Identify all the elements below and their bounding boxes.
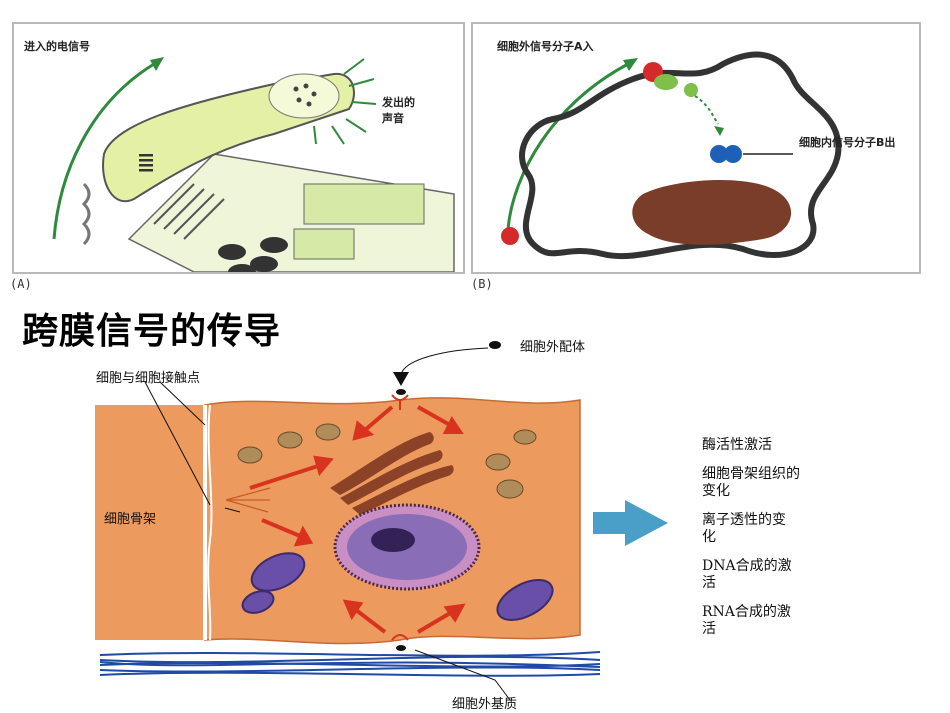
bottom-receptor	[391, 634, 409, 651]
golgi	[330, 432, 454, 515]
output-arrow	[593, 500, 668, 546]
panel-a-label: (A)	[10, 277, 32, 291]
effect-item: 细胞骨架组织的变化	[702, 466, 800, 499]
sound-label: 发出的声音	[382, 96, 415, 125]
telephone-illustration	[52, 57, 455, 272]
panel-b: 细胞外信号分子A入 细胞内信号分子B出	[471, 22, 921, 274]
ligand-label: 细胞外配体	[520, 340, 586, 355]
signal-arrows	[249, 405, 466, 634]
effect-item: DNA合成的激活	[702, 558, 792, 591]
effect-item: 离子透性的变化	[702, 512, 786, 545]
cytoskeleton-fibers	[225, 487, 271, 513]
cytoskeleton-label: 细胞骨架	[104, 512, 157, 527]
vesicles	[237, 423, 537, 499]
cell-signal-illustration	[501, 51, 842, 260]
neighbor-cell	[95, 405, 205, 640]
mitochondria	[241, 552, 554, 621]
inner-signal-label: 细胞内信号分子B出	[799, 136, 896, 149]
effect-item: RNA合成的激活	[702, 604, 791, 637]
effect-item: 酶活性激活	[702, 437, 772, 453]
panel-a-title: 进入的电信号	[24, 40, 90, 53]
effects-list: 酶活性激活 细胞骨架组织的变化 离子透性的变化 DNA合成的激活 RNA合成的激…	[702, 437, 902, 650]
extracellular-matrix	[99, 651, 601, 677]
panel-a: 进入的电信号 发出的声音	[12, 22, 465, 274]
nucleolus	[371, 528, 415, 552]
matrix-label: 细胞外基质	[452, 697, 518, 712]
panel-b-label: (B)	[471, 277, 493, 291]
ligand-dot	[489, 341, 501, 349]
panel-b-title: 细胞外信号分子A入	[497, 40, 594, 53]
contact-label: 细胞与细胞接触点	[96, 371, 201, 386]
main-title: 跨膜信号的传导	[22, 311, 282, 352]
top-receptor	[391, 372, 409, 410]
